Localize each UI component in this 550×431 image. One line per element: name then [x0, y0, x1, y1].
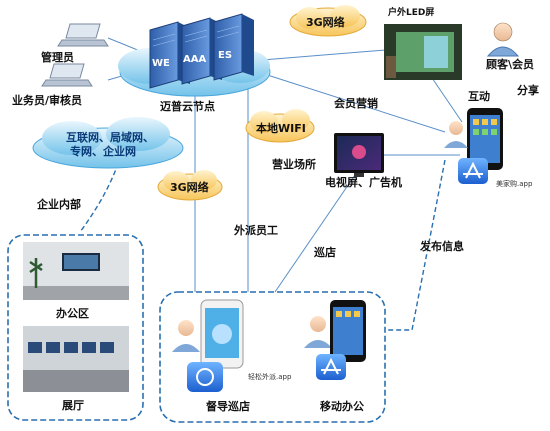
android-phone-icon: [200, 299, 244, 369]
label-3g-top: 3G网络: [306, 16, 345, 29]
laptop-icon: [41, 63, 93, 87]
label-local-wifi: 本地WIFI: [256, 122, 306, 135]
label-3g-mid: 3G网络: [170, 181, 209, 194]
smartphone-icon: [330, 300, 366, 362]
person-icon: [172, 320, 200, 352]
label-cloud-node: 迈普云节点: [160, 100, 215, 113]
label-network-line2: 专网、企业网: [70, 145, 136, 158]
smartphone-icon: [467, 108, 503, 170]
label-publish-info: 发布信息: [420, 240, 464, 253]
label-enterprise-internal: 企业内部: [37, 198, 81, 211]
yellow-cloud-wifi: [245, 109, 315, 143]
app-store-icon: [458, 158, 488, 184]
internet-cloud-shape: [32, 117, 184, 169]
label-supervise-patrol: 督导巡店: [206, 400, 250, 413]
label-interact: 互动: [468, 90, 490, 103]
person-icon: [444, 121, 468, 148]
server-icon: [149, 13, 254, 89]
tv-screen-icon: [334, 133, 384, 177]
label-share: 分享: [517, 84, 539, 97]
label-staff: 业务员/审核员: [12, 94, 83, 107]
label-network-line1: 互联网、局域网、: [66, 131, 154, 144]
label-patrol: 巡店: [314, 246, 336, 259]
yellow-cloud-3g-top: [289, 5, 367, 37]
label-app-qingsong: 轻松外派.app: [248, 373, 292, 381]
outdoor-led-photo: [384, 24, 462, 80]
office-photo: [23, 242, 129, 300]
label-app-meijia: 美家购.app: [496, 180, 533, 188]
server-letters-es: ES: [218, 50, 232, 61]
label-showroom: 展厅: [62, 399, 84, 412]
yellow-cloud-3g-mid: [157, 170, 223, 201]
label-tv-screen: 电视屏、广告机: [325, 176, 402, 189]
person-icon: [304, 316, 332, 348]
label-field-staff: 外派员工: [234, 224, 278, 237]
label-business-venue: 营业场所: [272, 158, 316, 171]
field-staff-box: [159, 291, 386, 423]
label-member-marketing: 会员营销: [334, 97, 378, 110]
app-store-icon: [316, 354, 346, 380]
laptop-icon: [57, 23, 109, 47]
label-office-area: 办公区: [56, 307, 89, 320]
label-outdoor-led: 户外LED屏: [388, 8, 435, 18]
customer-person-icon: [486, 22, 520, 57]
showroom-photo: [23, 326, 129, 392]
server-letters-we: WE: [152, 58, 170, 69]
server-letters-aaa: AAA: [183, 54, 206, 65]
label-customer: 顾客\会员: [486, 58, 535, 71]
app-store-icon: [187, 362, 223, 392]
label-mobile-office: 移动办公: [320, 400, 364, 413]
label-admin: 管理员: [41, 51, 74, 64]
